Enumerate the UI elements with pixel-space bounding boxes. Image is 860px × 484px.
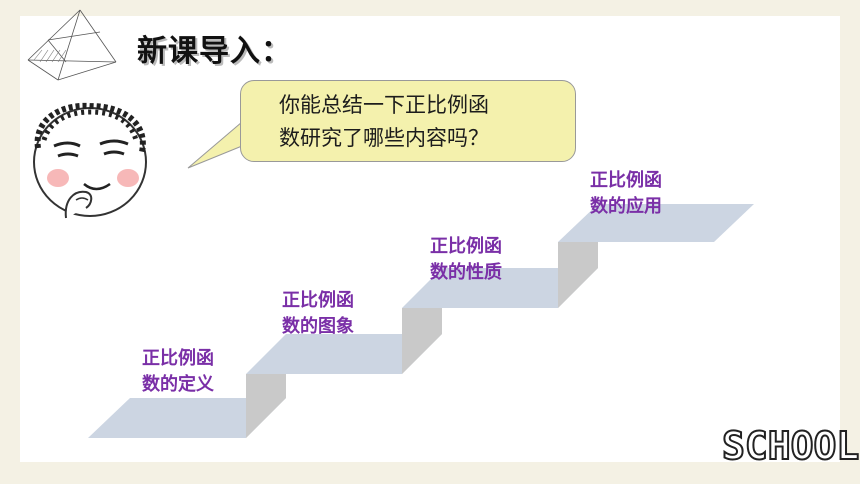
step-3-line-1: 正比例函 — [430, 236, 502, 257]
step-4-line-1: 正比例函 — [590, 170, 662, 191]
page-title: 新课导入： — [137, 34, 292, 69]
step-label-definition: 正比例函 数的定义 — [142, 346, 282, 398]
step-3-line-2: 数的性质 — [430, 262, 502, 283]
geometry-figure-icon — [27, 9, 117, 81]
step-1-line-1: 正比例函 — [142, 348, 214, 369]
speech-line-1: 你能总结一下正比例函 — [279, 93, 489, 117]
step-2-line-2: 数的图象 — [282, 316, 354, 337]
step-label-graph: 正比例函 数的图象 — [282, 288, 422, 340]
step-2-line-1: 正比例函 — [282, 290, 354, 311]
step-label-application: 正比例函 数的应用 — [590, 168, 730, 220]
speech-line-2: 数研究了哪些内容吗？ — [279, 126, 489, 150]
thinking-face-icon — [33, 102, 147, 219]
step-4-line-2: 数的应用 — [590, 196, 662, 217]
stair-step-3 — [402, 242, 598, 308]
stair-step-2 — [246, 308, 442, 374]
school-doodle-text: SCHOOL — [721, 423, 860, 469]
speech-bubble: 你能总结一下正比例函 数研究了哪些内容吗？ — [240, 80, 576, 162]
step-label-properties: 正比例函 数的性质 — [430, 234, 570, 286]
stair-step-4 — [558, 204, 754, 242]
step-1-line-2: 数的定义 — [142, 374, 214, 395]
stair-step-1 — [88, 374, 286, 438]
